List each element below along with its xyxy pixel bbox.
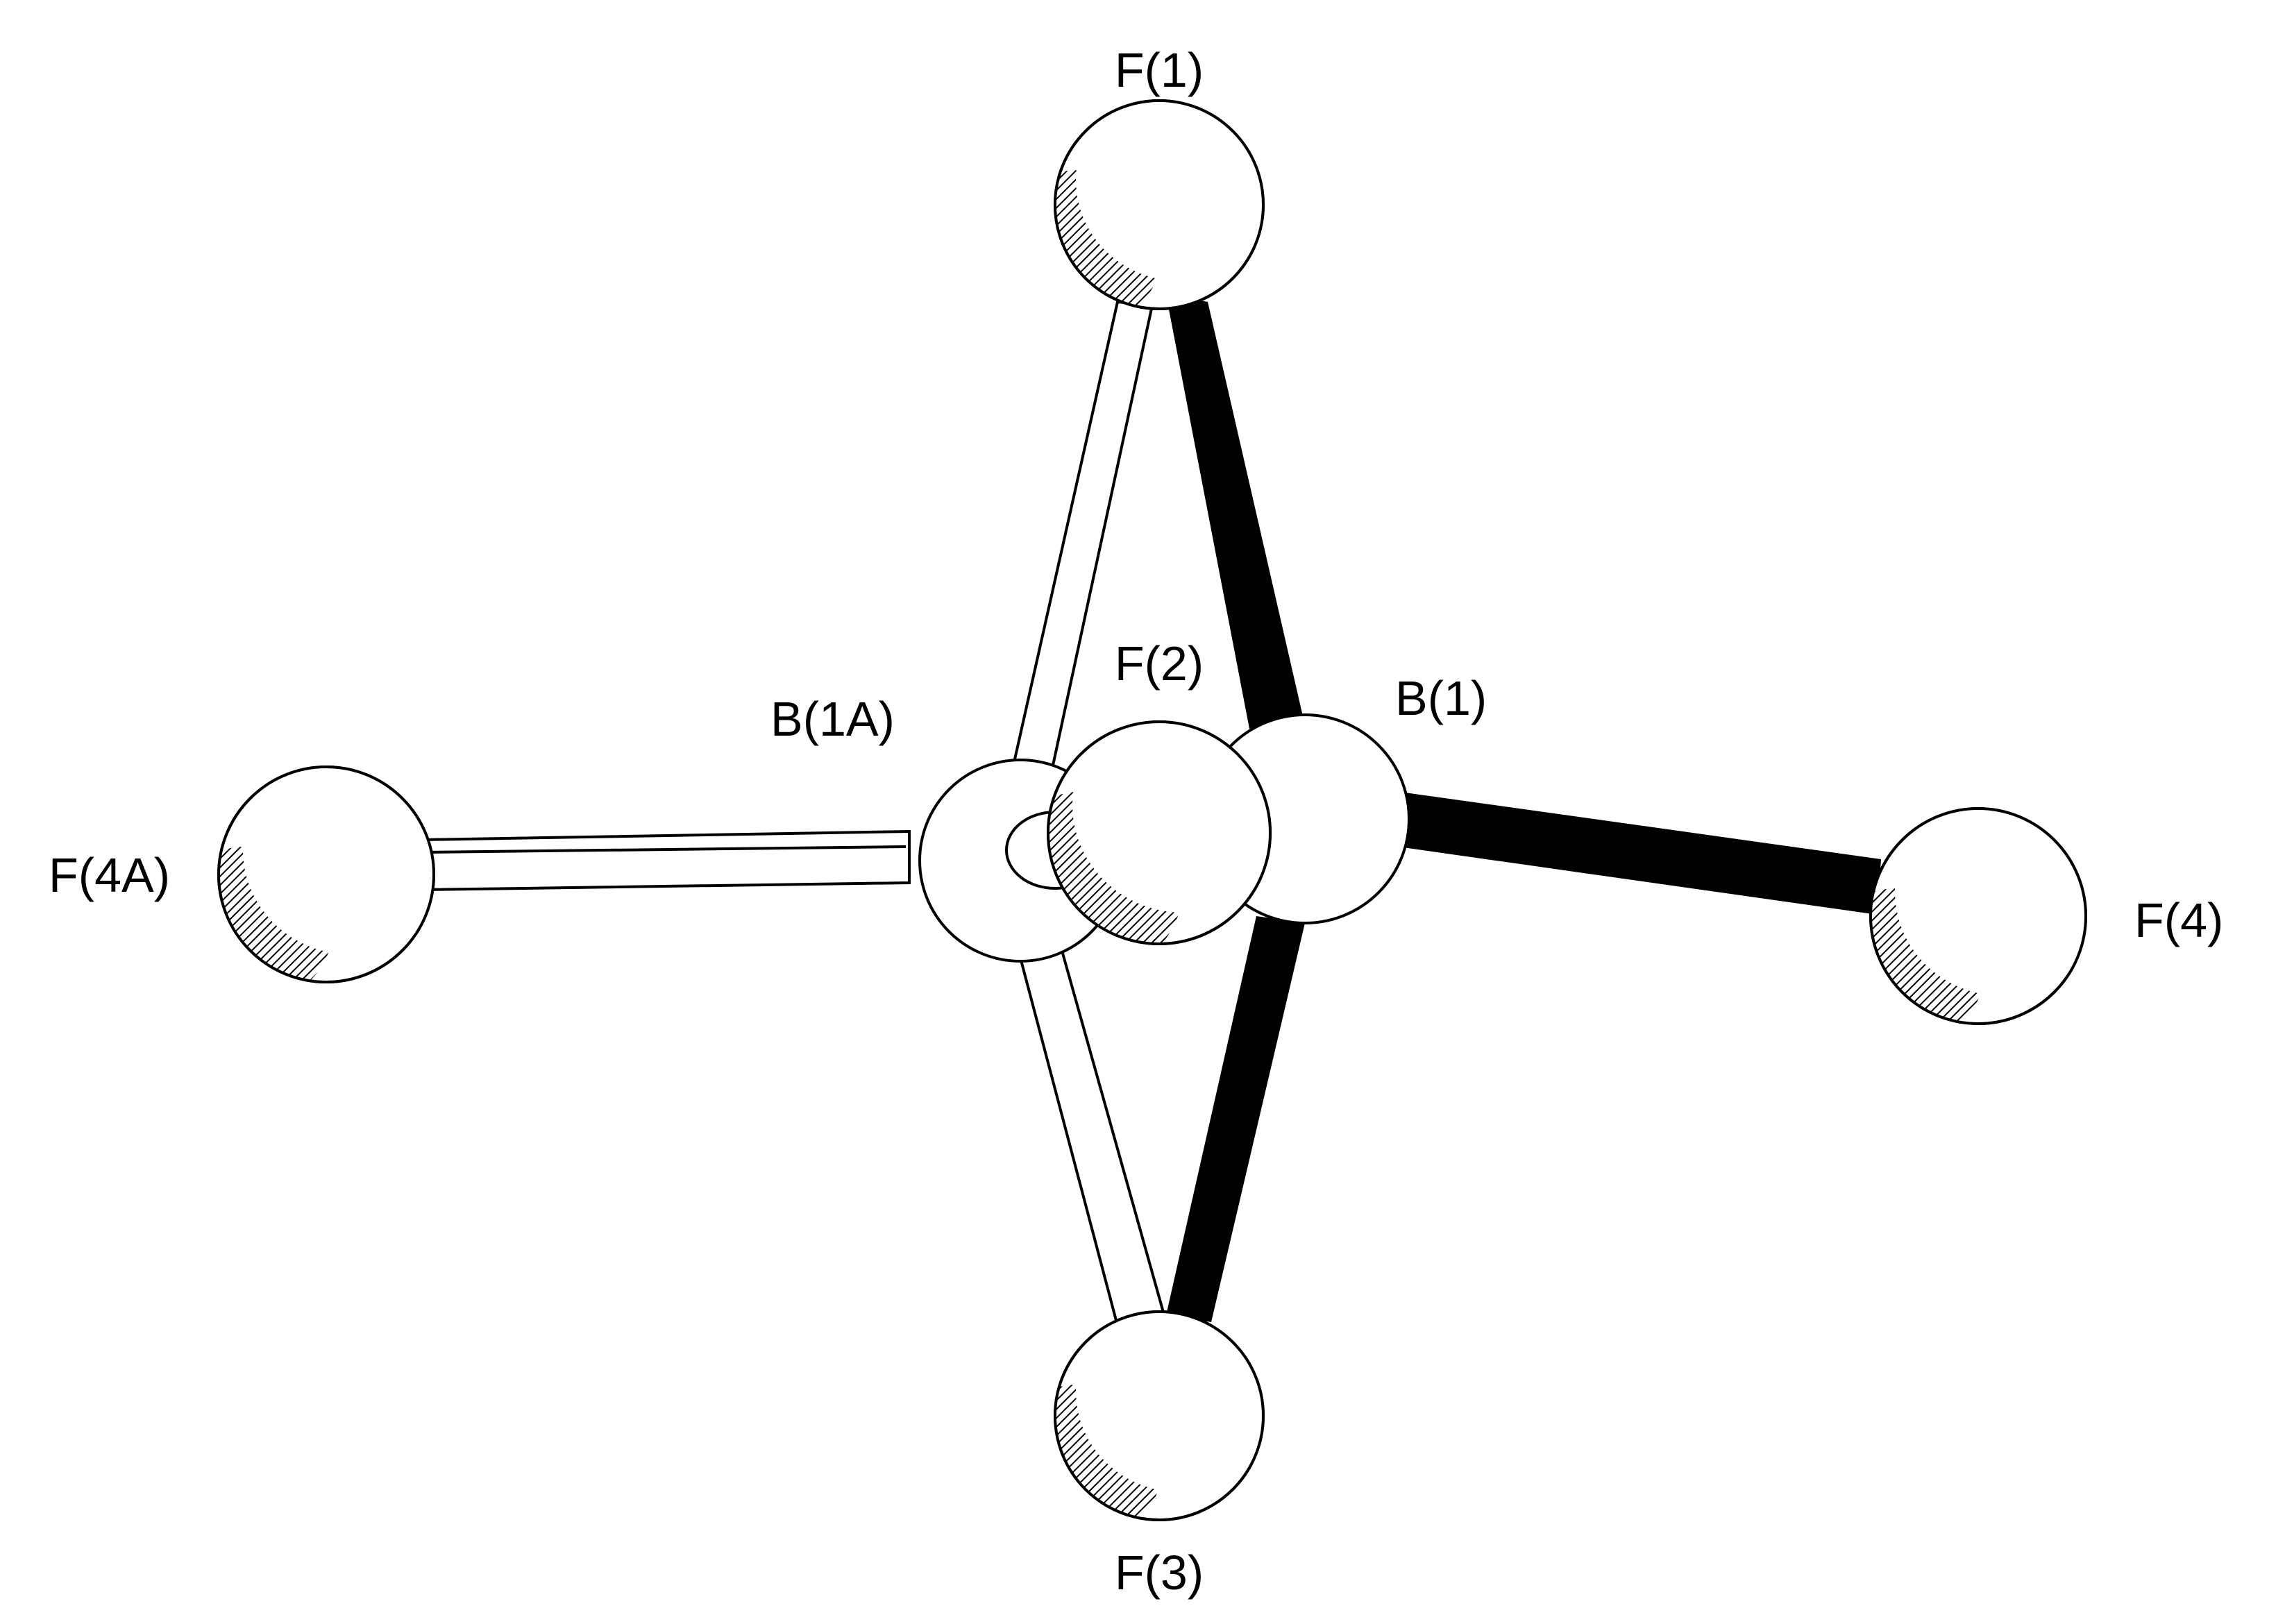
label-F4A: F(4A): [49, 848, 170, 902]
atom-F2: [1047, 720, 1272, 945]
label-F1: F(1): [1115, 43, 1204, 97]
atom-F1: [1054, 99, 1265, 310]
label-B1A: B(1A): [770, 692, 895, 746]
label-F3: F(3): [1115, 1546, 1204, 1600]
atom-labels: F(1) F(2) F(3) F(4) F(4A) B(1) B(1A): [49, 43, 2223, 1600]
bond-B1-F3: [1166, 916, 1305, 1322]
bond-B1A-F4A: [422, 829, 911, 892]
bond-B1-F4: [1388, 791, 1881, 915]
label-F4: F(4): [2134, 893, 2223, 947]
atom-F4: [1869, 807, 2087, 1025]
bond-B1-F1: [1166, 295, 1305, 729]
atom-F3: [1054, 1310, 1265, 1521]
open-bonds: [422, 300, 1168, 1328]
bond-B1A-F4A-edge: [426, 845, 907, 854]
bond-B1A-F1: [1008, 300, 1154, 790]
bond-B1A-F3: [1018, 949, 1168, 1328]
filled-bonds: [1166, 295, 1881, 1322]
label-F2: F(2): [1115, 636, 1204, 691]
atom-F4A: [217, 766, 435, 983]
label-B1: B(1): [1395, 671, 1487, 725]
